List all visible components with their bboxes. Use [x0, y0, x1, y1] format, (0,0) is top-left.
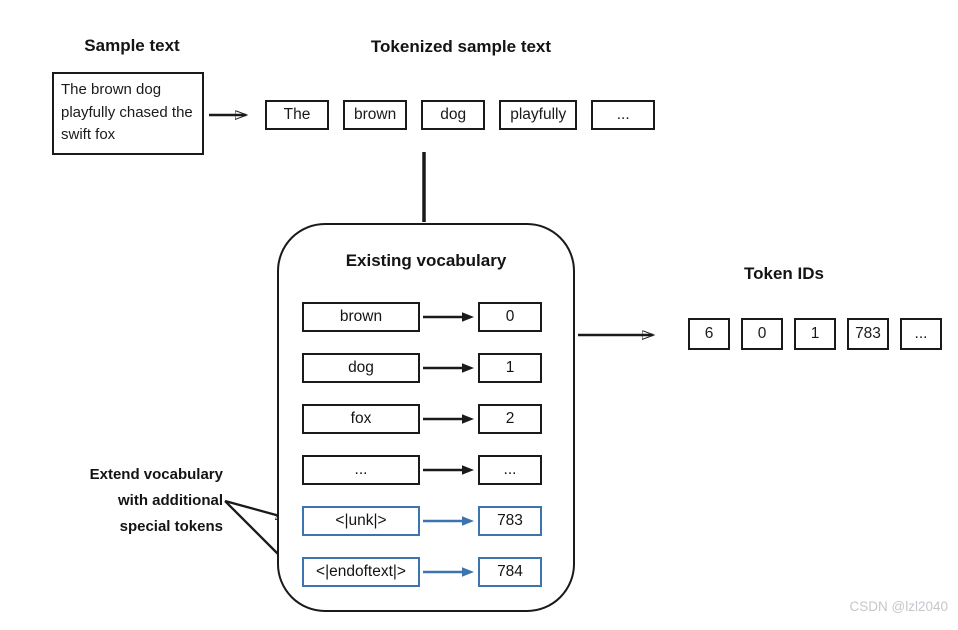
token-box: brown: [343, 100, 408, 130]
extend-vocabulary-note: Extend vocabulary with additional specia…: [55, 462, 223, 540]
vocab-rows: brown 0 dog 1 fox 2...... <|unk|> 783 <|endoftex…: [302, 302, 542, 587]
vocab-id-box: 0: [478, 302, 542, 332]
vocab-word-box: dog: [302, 353, 420, 383]
vocab-row: <|endoftext|> 784: [302, 557, 542, 587]
vocab-row: brown 0: [302, 302, 542, 332]
vocab-word-box: fox: [302, 404, 420, 434]
vocab-word-box: <|unk|>: [302, 506, 420, 536]
extend-note-line-1: Extend vocabulary: [89, 466, 223, 483]
token-id-box: 6: [688, 318, 730, 350]
extend-note-line-3: special tokens: [119, 518, 223, 535]
sample-text-box: The brown dog playfully chased the swift…: [52, 72, 204, 155]
token-id-box: ...: [900, 318, 942, 350]
extend-note-line-2: with additional: [118, 492, 223, 509]
vocab-id-box: ...: [478, 455, 542, 485]
token-id-box: 783: [847, 318, 889, 350]
arrow-right-icon: [423, 465, 474, 475]
vocab-id-box: 783: [478, 506, 542, 536]
token-box: playfully: [499, 100, 578, 130]
vocab-word-box: <|endoftext|>: [302, 557, 420, 587]
arrow-right-icon: [423, 516, 474, 526]
existing-vocabulary-heading: Existing vocabulary: [345, 251, 507, 270]
token-ids-heading: Token IDs: [744, 264, 824, 283]
vocab-row: <|unk|> 783: [302, 506, 542, 536]
token-id-box: 1: [794, 318, 836, 350]
vocab-row: dog 1: [302, 353, 542, 383]
vocab-id-box: 1: [478, 353, 542, 383]
token-box: ...: [591, 100, 656, 130]
arrow-right-icon: [423, 567, 474, 577]
vocab-row: ......: [302, 455, 542, 485]
vocab-id-box: 784: [478, 557, 542, 587]
watermark: CSDN @lzl2040: [849, 599, 949, 614]
sample-text-heading: Sample text: [84, 36, 180, 55]
arrow-right-icon: [423, 363, 474, 373]
token-box: dog: [421, 100, 486, 130]
vocab-id-box: 2: [478, 404, 542, 434]
vocab-word-box: brown: [302, 302, 420, 332]
tokenized-sample-text-heading: Tokenized sample text: [370, 37, 552, 56]
arrow-right-icon: [423, 414, 474, 424]
vocab-row: fox 2: [302, 404, 542, 434]
vocab-word-box: ...: [302, 455, 420, 485]
tokenized-tokens-row: The brown dog playfully...: [265, 100, 656, 130]
token-box: The: [265, 100, 329, 130]
token-id-box: 0: [741, 318, 783, 350]
arrow-right-icon: [423, 312, 474, 322]
